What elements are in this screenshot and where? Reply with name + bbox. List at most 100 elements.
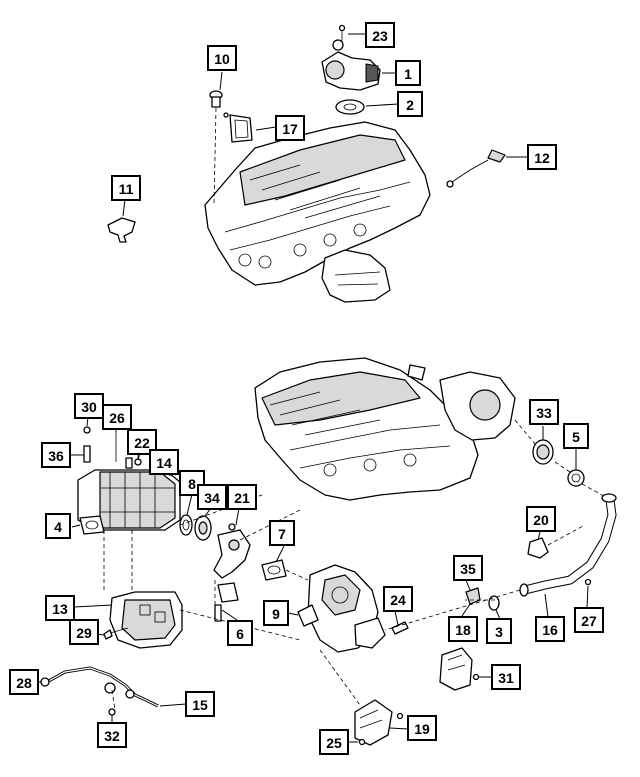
upper-engine-block	[204, 121, 431, 303]
callout-label: 12	[534, 150, 550, 166]
callout-box	[227, 484, 257, 510]
callout-box	[41, 442, 71, 468]
callout-14: 14	[149, 449, 179, 475]
callout-box	[395, 60, 421, 86]
callout-box	[527, 144, 557, 170]
callout-label: 22	[134, 435, 150, 451]
bolt-29-part	[103, 627, 129, 640]
screw-32-part	[108, 708, 116, 716]
seal-3-part	[488, 595, 500, 611]
callout-16: 16	[535, 616, 565, 642]
callout-label: 24	[390, 592, 406, 608]
callout-box	[365, 22, 395, 48]
callout-25: 25	[319, 729, 349, 755]
callout-box	[486, 618, 512, 644]
callout-box	[383, 586, 413, 612]
gasket-6-part	[214, 582, 239, 622]
gasket-4-part	[79, 515, 105, 535]
callout-box	[185, 691, 215, 717]
callout-label: 25	[326, 735, 342, 751]
callout-36: 36	[41, 442, 71, 468]
callout-label: 31	[498, 670, 514, 686]
callout-box	[102, 404, 132, 430]
callout-label: 2	[406, 97, 414, 113]
clamp-34-part	[194, 515, 212, 541]
sensor-11-part	[107, 217, 136, 243]
callout-label: 21	[234, 490, 250, 506]
callout-label: 30	[81, 399, 97, 415]
callout-30: 30	[74, 393, 104, 419]
callout-label: 29	[76, 625, 92, 641]
callout-label: 8	[188, 476, 196, 492]
callout-27: 27	[574, 607, 604, 633]
callout-11: 11	[111, 175, 141, 201]
callout-6: 6	[227, 620, 253, 646]
egr-valve-9-part	[297, 564, 386, 653]
callout-20: 20	[526, 506, 556, 532]
tube-15-part	[44, 666, 159, 708]
callout-label: 28	[16, 675, 32, 691]
sensor-12-part	[446, 149, 506, 188]
callout-26: 26	[102, 404, 132, 430]
callout-box	[407, 715, 437, 741]
callout-28: 28	[9, 669, 39, 695]
callout-2: 2	[397, 91, 423, 117]
callout-box	[397, 91, 423, 117]
callout-label: 11	[119, 181, 134, 197]
callout-box	[269, 520, 295, 546]
callout-label: 36	[48, 448, 64, 464]
callout-18: 18	[448, 616, 478, 642]
callout-box	[227, 620, 253, 646]
callout-1: 1	[395, 60, 421, 86]
callout-13: 13	[45, 595, 75, 621]
callout-box	[526, 506, 556, 532]
bolt-24-part	[391, 621, 409, 635]
callout-box	[9, 669, 39, 695]
callout-3: 3	[486, 618, 512, 644]
callout-label: 19	[414, 721, 430, 737]
bracket-13-part	[109, 591, 183, 649]
callout-label: 23	[372, 28, 388, 44]
lower-engine-block	[254, 357, 516, 501]
egr-gasket-top	[335, 99, 365, 115]
callout-label: 33	[536, 405, 552, 421]
callout-box	[197, 484, 227, 510]
callout-label: 18	[455, 622, 471, 638]
callout-box	[574, 607, 604, 633]
tube-10-part	[209, 90, 223, 206]
callout-label: 9	[272, 606, 280, 622]
callout-label: 32	[104, 728, 120, 744]
callout-label: 35	[460, 561, 476, 577]
clamp-33-part	[532, 439, 554, 465]
callout-label: 13	[52, 601, 68, 617]
callout-box	[529, 399, 559, 425]
clamp-35-part	[465, 587, 481, 605]
callout-label: 7	[278, 526, 286, 542]
callout-label: 15	[192, 697, 208, 713]
callout-21: 21	[227, 484, 257, 510]
callout-box	[69, 619, 99, 645]
callout-box	[535, 616, 565, 642]
pipe-16-part	[519, 493, 617, 597]
callout-box	[111, 175, 141, 201]
seal-5-part	[567, 469, 585, 487]
callout-31: 31	[491, 664, 521, 690]
seal-8-part	[179, 514, 193, 536]
callout-box	[207, 45, 237, 71]
callout-10: 10	[207, 45, 237, 71]
screw-27-part	[584, 578, 592, 586]
callout-label: 5	[572, 429, 580, 445]
callout-34: 34	[197, 484, 227, 510]
callout-24: 24	[383, 586, 413, 612]
heat-shield-31-part	[439, 647, 480, 691]
callout-label: 26	[109, 410, 125, 426]
callout-9: 9	[263, 600, 289, 626]
callout-29: 29	[69, 619, 99, 645]
callout-17: 17	[275, 115, 305, 141]
callout-label: 17	[282, 121, 298, 137]
callout-19: 19	[407, 715, 437, 741]
callout-label: 27	[581, 613, 597, 629]
callout-32: 32	[97, 722, 127, 748]
callout-4: 4	[45, 513, 71, 539]
